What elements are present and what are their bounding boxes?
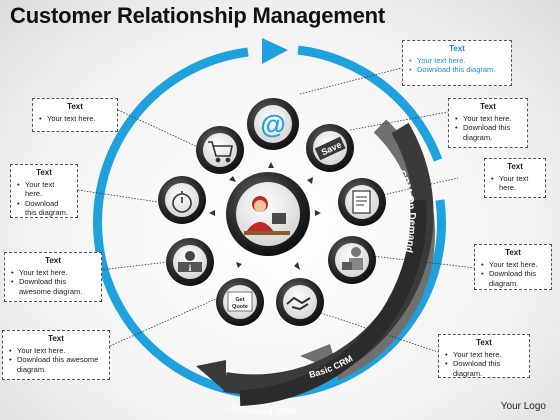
logo-placeholder: Your Logo	[500, 401, 546, 412]
textbox-heading: Text	[480, 102, 496, 111]
textbox-bullet: Your text here.	[409, 56, 506, 66]
textbox-heading: Text	[45, 256, 61, 265]
handshake-icon	[286, 296, 311, 311]
textbox-heading: Text	[476, 338, 492, 347]
at-sign-icon: @	[260, 109, 285, 139]
textbox-heading: Text	[505, 248, 521, 257]
ring-arrowhead-icon	[262, 38, 288, 64]
document-icon	[352, 190, 371, 214]
textbox-bullet: Download this diagram.	[409, 65, 506, 75]
svg-text:Get: Get	[235, 297, 244, 303]
textbox-bullet: Your text here.	[11, 268, 96, 278]
textbox-bullet: Download this awesome diagram.	[11, 277, 96, 296]
textbox-right-2: Text Your text here.	[484, 158, 546, 198]
textbox-bullet: Your text here.	[17, 180, 72, 199]
node-at: @	[247, 98, 299, 150]
node-info-desk: i	[166, 238, 214, 286]
textbox-left-4: Text Your text here. Download this aweso…	[2, 330, 110, 380]
textbox-right-3: Text Your text here. Download this diagr…	[474, 244, 552, 290]
textbox-heading: Text	[449, 44, 465, 53]
textbox-heading: Text	[48, 334, 64, 343]
textbox-heading: Text	[67, 102, 83, 111]
connector-lines	[77, 67, 476, 353]
textbox-bullet: Download this diagram.	[481, 269, 546, 288]
center-arrows	[209, 162, 321, 270]
center-node	[226, 172, 310, 256]
textbox-bullet: Download this awesome diagram.	[9, 355, 104, 374]
svg-text:i: i	[189, 263, 192, 273]
textbox-heading: Text	[36, 168, 52, 177]
outer-blue-ring	[93, 38, 446, 400]
textbox-bullet: Your text here.	[39, 114, 112, 124]
cart-icon	[208, 141, 233, 163]
get-quote-icon: Get Quote	[227, 291, 253, 312]
textbox-bullet: Download this diagram.	[445, 359, 524, 378]
info-desk-icon: i	[178, 251, 202, 273]
node-delivery	[328, 236, 376, 284]
textbox-left-2: Text Your text here. Download this diagr…	[10, 164, 78, 218]
node-cart	[196, 126, 244, 174]
delivery-person-icon	[342, 247, 363, 270]
textbox-right-4: Text Your text here. Download this diagr…	[438, 334, 530, 378]
textbox-left-3: Text Your text here. Download this aweso…	[4, 252, 102, 302]
node-document	[338, 178, 386, 226]
textbox-bullet: Your text here.	[445, 350, 524, 360]
svg-text:Quote: Quote	[232, 304, 248, 310]
node-stopwatch	[158, 176, 206, 224]
textbox-bullet: Your text here.	[481, 260, 546, 270]
textbox-right-1: Text Your text here. Download this diagr…	[448, 98, 528, 148]
node-get-quote: Get Quote	[216, 278, 264, 326]
textbox-bullet: Your text here.	[455, 114, 522, 124]
page-title: Customer Relationship Management	[10, 3, 385, 28]
textbox-top-right: Text Your text here. Download this diagr…	[402, 40, 512, 86]
node-save: Save	[306, 124, 354, 172]
textbox-left-1: Text Your text here.	[32, 98, 118, 132]
textbox-bullet: Download this diagram.	[455, 123, 522, 142]
arc-label-enhanced-crm: Enhanced CRM	[230, 402, 296, 417]
node-handshake	[276, 278, 324, 326]
textbox-bullet: Download this diagram.	[17, 199, 72, 218]
textbox-heading: Text	[507, 162, 523, 171]
support-agent-icon	[244, 196, 290, 235]
stopwatch-icon	[172, 191, 192, 213]
textbox-bullet: Your text here.	[9, 346, 104, 356]
textbox-bullet: Your text here.	[491, 174, 540, 193]
crm-stage-arcs	[196, 119, 435, 406]
